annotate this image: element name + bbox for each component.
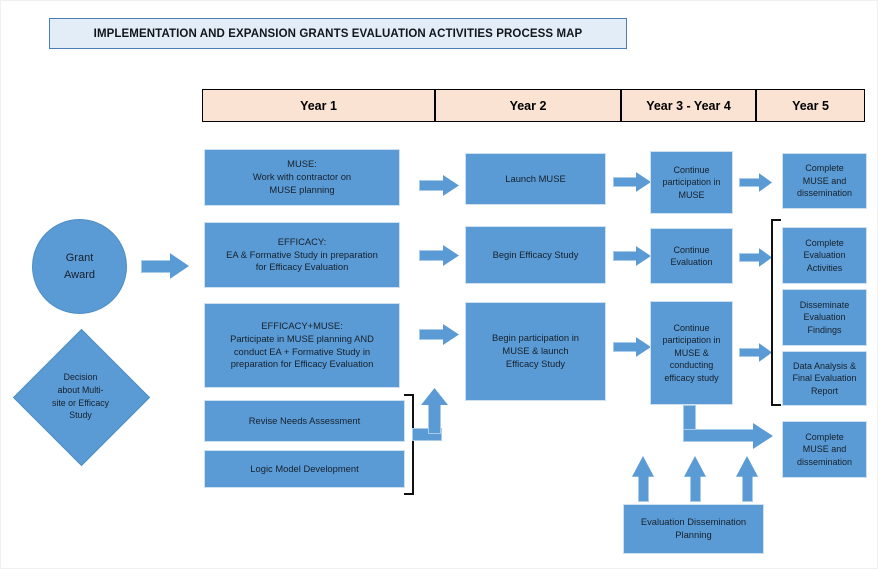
- box-line: Continue: [673, 322, 710, 333]
- box-line: Data Analysis &: [792, 360, 857, 371]
- arrow-year34-continue-muse-efficacy-to-year5-bracket: [739, 343, 772, 362]
- box-line: MUSE & launch: [502, 345, 569, 357]
- box-line: Complete: [805, 237, 844, 248]
- box-line: Evaluation: [803, 312, 846, 323]
- page-title: IMPLEMENTATION AND EXPANSION GRANTS EVAL…: [93, 27, 583, 40]
- decision-label-line2: about Multi-: [57, 384, 104, 395]
- arrow-year34-continue-eval-to-year5-bracket: [739, 248, 772, 267]
- box-line: Activities: [806, 262, 843, 273]
- arrow-up-dissemination-planning-1: [632, 456, 654, 502]
- box-line: EFFICACY:: [277, 235, 327, 247]
- box-line: Logic Model Development: [250, 462, 359, 474]
- box-line: MUSE planning: [269, 183, 335, 195]
- box-line: Efficacy Study: [505, 357, 566, 369]
- box-line: Work with contractor on: [252, 171, 352, 183]
- box-line: Launch MUSE: [505, 172, 566, 184]
- box-line: Disseminate: [799, 299, 850, 310]
- box-line: conduct EA + Formative Study in: [233, 345, 371, 357]
- arrow-year34-continue-muse-to-year5-complete-muse: [739, 173, 772, 192]
- grant-award-label-line1: Grant: [65, 252, 94, 264]
- box-line: MUSE and: [802, 175, 847, 186]
- arrow-elbow-year34-to-complete-muse-bottom: [683, 405, 781, 453]
- box-line: dissemination: [796, 188, 853, 199]
- arrow-year1-efficacy-to-year2-begin-efficacy: [419, 245, 459, 266]
- arrow-grant-award-to-year1: [141, 253, 189, 279]
- box-year1-logic-model-development: Logic Model Development: [204, 450, 405, 488]
- box-line: Evaluation Dissemination: [640, 516, 747, 528]
- box-evaluation-dissemination-planning: Evaluation Dissemination Planning: [623, 504, 764, 554]
- year-header-year-1: Year 1: [202, 89, 435, 122]
- arrow-year2-launch-muse-to-year34-continue-muse: [613, 172, 651, 192]
- box-line: EFFICACY+MUSE:: [261, 319, 343, 331]
- box-year34-continue-muse-efficacy: Continue participation in MUSE & conduct…: [650, 301, 733, 405]
- year-header-label: Year 2: [509, 98, 547, 113]
- year-header-label: Year 5: [792, 98, 829, 113]
- box-line: participation in: [662, 335, 721, 346]
- box-line: EA & Formative Study in preparation: [226, 248, 378, 260]
- box-line: participation in: [662, 177, 721, 188]
- year-header-label: Year 1: [300, 98, 337, 113]
- year-header-year-3-4: Year 3 - Year 4: [621, 89, 756, 122]
- box-line: Revise Needs Assessment: [248, 414, 361, 426]
- decision-label-line1: Decision: [63, 372, 98, 382]
- box-year1-muse: MUSE: Work with contractor on MUSE plann…: [204, 149, 400, 206]
- year-header-year-2: Year 2: [435, 89, 621, 122]
- box-line: MUSE:: [287, 158, 317, 170]
- box-year1-efficacy-muse: EFFICACY+MUSE: Participate in MUSE plann…: [204, 303, 400, 388]
- box-line: conducting: [669, 360, 714, 371]
- year-header-label: Year 3 - Year 4: [646, 98, 731, 113]
- box-line: Final Evaluation: [792, 373, 857, 384]
- box-year2-begin-efficacy-study: Begin Efficacy Study: [465, 226, 606, 284]
- box-line: Continue: [673, 244, 710, 255]
- box-year34-continue-participation-muse: Continue participation in MUSE: [650, 151, 733, 214]
- box-line: Evaluation: [670, 257, 713, 267]
- box-line: MUSE: [678, 189, 705, 200]
- box-line: Planning: [675, 529, 712, 540]
- box-line: Report: [810, 385, 838, 396]
- box-year1-revise-needs-assessment: Revise Needs Assessment: [204, 400, 405, 442]
- box-line: Continue: [673, 164, 710, 175]
- grant-award-label-line2: Award: [64, 268, 95, 281]
- box-year5-complete-evaluation-activities: Complete Evaluation Activities: [782, 227, 867, 284]
- box-line: Evaluation: [803, 250, 846, 261]
- box-line: Participate in MUSE planning AND: [230, 332, 374, 344]
- box-year34-continue-evaluation: Continue Evaluation: [650, 228, 733, 284]
- arrow-up-dissemination-planning-3: [736, 456, 758, 502]
- arrow-year1-muse-to-year2-launch-muse: [419, 175, 459, 196]
- box-year2-launch-muse: Launch MUSE: [465, 153, 606, 205]
- box-line: efficacy study: [664, 372, 719, 383]
- box-year5-complete-muse-dissemination-bottom: Complete MUSE and dissemination: [782, 421, 867, 478]
- bracket-year1-lower-activities: [404, 394, 414, 495]
- box-line: Begin participation in: [491, 332, 580, 344]
- box-line: Findings: [807, 324, 842, 335]
- grant-award-circle: Grant Award: [32, 219, 127, 314]
- box-line: preparation for Efficacy Evaluation: [230, 358, 374, 370]
- arrow-year2-begin-participation-to-year34-continue-muse-efficacy: [613, 337, 651, 357]
- box-line: Complete: [805, 431, 844, 442]
- box-year5-disseminate-evaluation-findings: Disseminate Evaluation Findings: [782, 289, 867, 346]
- box-line: MUSE &: [674, 347, 709, 358]
- box-year2-begin-participation: Begin participation in MUSE & launch Eff…: [465, 302, 606, 401]
- arrow-year2-begin-efficacy-to-year34-continue-eval: [613, 246, 651, 266]
- year-header-year-5: Year 5: [756, 89, 865, 122]
- decision-label-line4: Study: [69, 410, 92, 421]
- box-year5-data-analysis-final-report: Data Analysis & Final Evaluation Report: [782, 351, 867, 406]
- decision-label-line3: site or Efficacy: [51, 397, 110, 408]
- box-line: dissemination: [796, 456, 853, 467]
- bracket-year5-evaluation-outputs: [771, 219, 781, 406]
- page-title-banner: IMPLEMENTATION AND EXPANSION GRANTS EVAL…: [49, 18, 627, 49]
- arrow-elbow-lower-activities-to-efficacy-muse: [412, 388, 448, 444]
- box-year1-efficacy: EFFICACY: EA & Formative Study in prepar…: [204, 222, 400, 288]
- arrow-year1-efficacy-muse-to-year2-begin-participation: [419, 324, 459, 345]
- decision-diamond: Decision about Multi- site or Efficacy S…: [12, 328, 151, 467]
- box-line: Begin Efficacy Study: [492, 248, 579, 260]
- box-line: Complete: [805, 163, 844, 174]
- box-line: for Efficacy Evaluation: [255, 261, 349, 273]
- box-line: MUSE and: [802, 444, 847, 455]
- box-year5-complete-muse-dissemination-top: Complete MUSE and dissemination: [782, 153, 867, 209]
- arrow-up-dissemination-planning-2: [684, 456, 706, 502]
